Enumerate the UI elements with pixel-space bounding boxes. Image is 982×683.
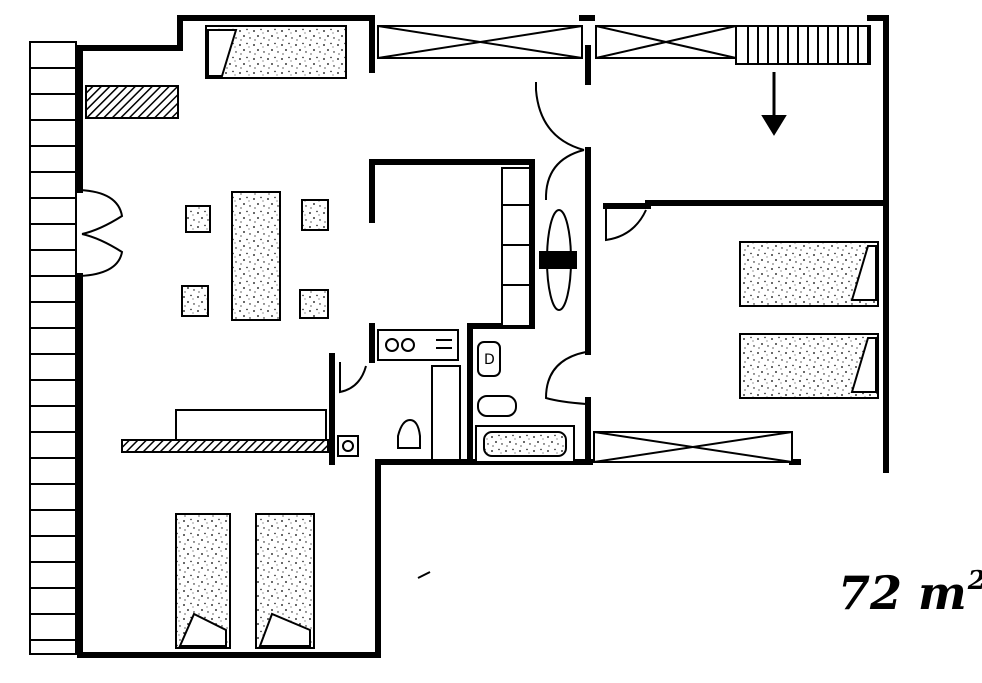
bath-bidet	[477, 395, 517, 417]
door-wc	[339, 362, 367, 394]
balcony	[29, 41, 77, 655]
bedroom-right-beds	[739, 241, 879, 399]
bedroom-bottom-beds	[175, 513, 315, 649]
staircase	[735, 25, 871, 136]
door-balcony	[79, 189, 124, 235]
area-unit: m	[918, 566, 967, 620]
top-bed-pillow	[207, 29, 238, 77]
wall-top-left	[177, 15, 375, 73]
door-hall-top	[535, 82, 585, 151]
chair-3	[181, 285, 209, 317]
doors	[79, 82, 647, 405]
partition	[121, 409, 329, 453]
bed-right-1-pillow	[850, 245, 877, 301]
bathroom-fixtures: D	[337, 329, 575, 463]
windows	[377, 25, 793, 463]
partition-hatched	[121, 439, 329, 453]
bed-bottom-2-pillow	[258, 612, 311, 647]
door-hall-left	[544, 149, 585, 201]
hall-basin-bar	[539, 251, 577, 269]
wall-left-lower	[77, 273, 593, 658]
window-top-2	[595, 25, 737, 59]
wc-sink-unit	[377, 329, 459, 361]
kitchen-counter	[85, 85, 179, 119]
chair-2	[301, 199, 329, 231]
partition-shelf	[175, 409, 327, 441]
window-top-1	[377, 25, 583, 59]
bed-right-2-pillow	[850, 337, 877, 393]
shower-tray	[431, 365, 461, 461]
stair-arrow-head	[761, 115, 787, 136]
dining-table	[231, 191, 281, 321]
balcony-outline	[29, 41, 77, 655]
bathtub-inner	[483, 431, 567, 457]
area-superscript: 2	[968, 566, 982, 596]
wall-left-upper	[77, 45, 183, 193]
window-bottom-right	[593, 431, 793, 463]
area-label: 72 m2	[838, 568, 982, 616]
walls	[77, 15, 889, 658]
bed-bottom-1-pillow	[178, 612, 227, 647]
door-bedroom	[605, 208, 647, 242]
staircase-treads	[747, 26, 869, 64]
door-balcony-2	[79, 233, 124, 277]
wall-bedroom-top	[603, 200, 889, 209]
bath-sink	[477, 341, 501, 377]
door-bath	[544, 351, 587, 405]
staircase-outline	[735, 25, 871, 65]
wardrobe	[501, 167, 531, 327]
chair-4	[299, 289, 329, 319]
hall-elements	[539, 209, 577, 311]
living-furniture	[85, 25, 531, 327]
stray-mark	[417, 571, 431, 579]
chair-1	[185, 205, 211, 233]
svg-text:D: D	[484, 352, 495, 368]
balcony-slats	[30, 67, 76, 641]
area-value: 72	[838, 566, 903, 620]
wc-toilet	[397, 418, 421, 449]
